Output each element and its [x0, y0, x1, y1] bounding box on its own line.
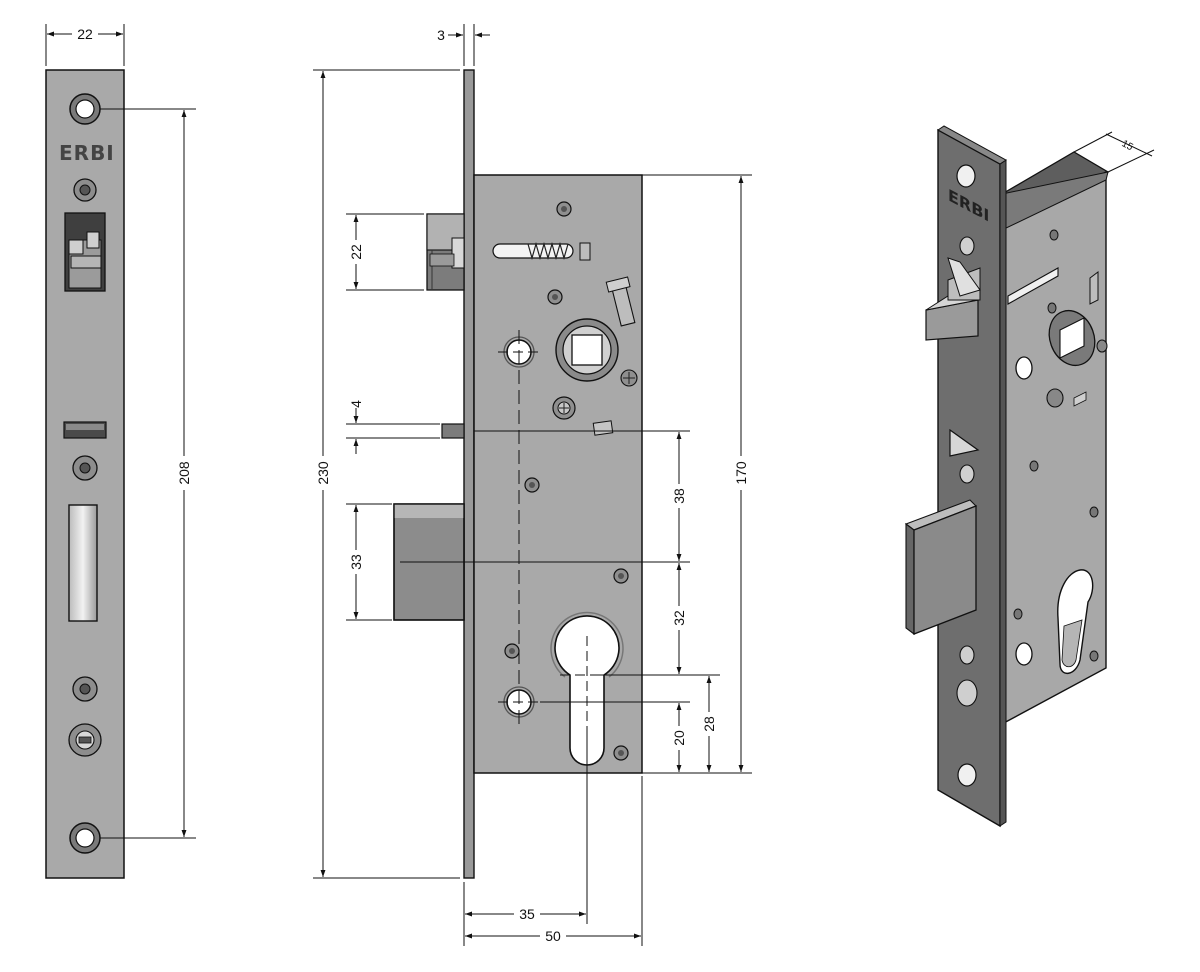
dim-32: 32 [671, 610, 687, 626]
spindle-square [571, 334, 603, 366]
dim-backset: 35 [519, 906, 535, 922]
dim-28: 28 [701, 716, 717, 732]
auxiliary-latch [441, 423, 465, 439]
dim-38: 38 [671, 488, 687, 504]
dim-case-height: 170 [733, 461, 749, 485]
iso-latch [925, 257, 981, 341]
iso-deadbolt [904, 499, 977, 636]
latch-bolt [426, 213, 465, 291]
iso-auxiliary-latch [949, 428, 980, 457]
dim-faceplate-width: 22 [77, 26, 93, 42]
small-screw-3 [72, 676, 98, 702]
dim-total-height: 230 [315, 461, 331, 485]
lock-case [473, 174, 643, 774]
dim-20: 20 [671, 730, 687, 746]
iso-faceplate-holes [956, 164, 978, 787]
deadbolt-opening [68, 504, 98, 622]
screw-hole-top [69, 93, 101, 125]
front-view: ERBI [45, 24, 196, 879]
iso-case-details [1007, 229, 1108, 674]
brand-logo: ERBI [59, 141, 115, 165]
dim-hole-spacing: 208 [176, 461, 192, 485]
case-details [492, 201, 638, 766]
small-screw-1 [73, 178, 97, 202]
iso-dim-depth: 15 [1120, 138, 1135, 153]
dim-spacer: 4 [348, 400, 364, 408]
faceplate-edge [463, 69, 475, 879]
side-view: 3 230 22 4 33 38 [313, 24, 752, 946]
adjustment-screw [68, 723, 102, 757]
dim-case-depth: 50 [545, 928, 561, 944]
dim-deadbolt-height: 33 [348, 554, 364, 570]
isometric-view: ERBI [904, 125, 1155, 828]
dim-latch-height: 22 [348, 244, 364, 260]
screw-hole-bottom [69, 822, 101, 854]
iso-case-side [1001, 170, 1107, 726]
dim-faceplate-thickness: 3 [437, 27, 445, 43]
latch-opening [64, 212, 106, 292]
small-screw-2 [72, 455, 98, 481]
